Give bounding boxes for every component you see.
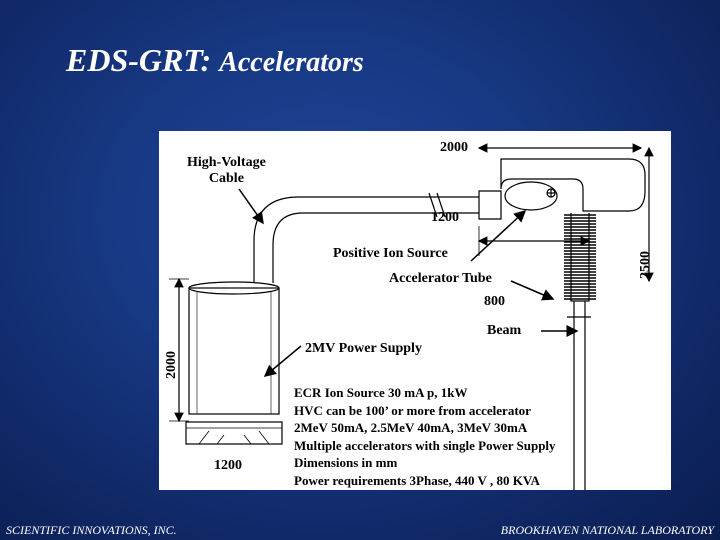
spec-item: HVC can be 100’ or more from accelerator — [294, 402, 531, 418]
footer-right: BROOKHAVEN NATIONAL LABORATORY — [500, 523, 714, 537]
ion-source-chamber — [504, 181, 558, 211]
beam-line — [567, 301, 591, 490]
beam-label: Beam — [487, 323, 522, 338]
high-voltage-cable-label: High-Voltage Cable — [187, 155, 266, 186]
slide-title-sub: Accelerators — [219, 47, 364, 78]
slide-title: EDS-GRT: Accelerators — [66, 42, 364, 79]
footer-left: SCIENTIFIC INNOVATIONS, INC. — [6, 523, 177, 537]
dim-800-label: 800 — [484, 294, 505, 309]
spec-item: Multiple accelerators with single Power … — [294, 437, 556, 453]
dim-1200-mid-label: 1200 — [431, 210, 459, 225]
spec-item: 2MeV 50mA, 2.5MeV 40mA, 3MeV 30mA — [294, 420, 528, 436]
cabinet-body — [188, 287, 280, 415]
terminal-dome — [500, 158, 646, 212]
dim-2500-right-label: 2500 — [638, 251, 653, 279]
high-voltage-cable — [253, 192, 479, 283]
power-supply-cabinet — [185, 281, 283, 445]
accelerator-diagram: High-Voltage Cable 2000 1200 Positive Io… — [159, 131, 671, 490]
dim-1200-bottom-label: 1200 — [214, 458, 242, 473]
spec-item: Power requirements 3Phase, 440 V , 80 KV… — [294, 472, 540, 488]
callout-arrows — [238, 188, 579, 377]
dim-2000-top-label: 2000 — [440, 140, 468, 155]
positive-ion-source-label: Positive Ion Source — [333, 246, 448, 261]
spec-list: ECR Ion Source 30 mA p, 1kW HVC can be 1… — [294, 384, 556, 490]
power-supply-callout-arrow — [263, 345, 302, 377]
diagram-drawing — [169, 143, 654, 490]
cabinet-base — [185, 421, 283, 445]
spec-item: ECR Ion Source 30 mA p, 1kW — [294, 385, 468, 400]
power-supply-label: 2MV Power Supply — [305, 341, 422, 356]
dimension-lines — [169, 143, 654, 423]
slide-title-main: EDS-GRT: — [66, 42, 212, 78]
tube-callout-arrow — [510, 280, 555, 301]
accelerator-tube-label: Accelerator Tube — [389, 271, 492, 286]
dim-2000-left-label: 2000 — [164, 351, 179, 379]
accelerator-tube-coil — [564, 214, 596, 300]
spec-item: Dimensions in mm — [294, 455, 398, 471]
ion-source-callout-arrow — [470, 209, 527, 262]
ion-source-body — [478, 190, 502, 220]
cable-callout-arrow — [238, 188, 264, 225]
